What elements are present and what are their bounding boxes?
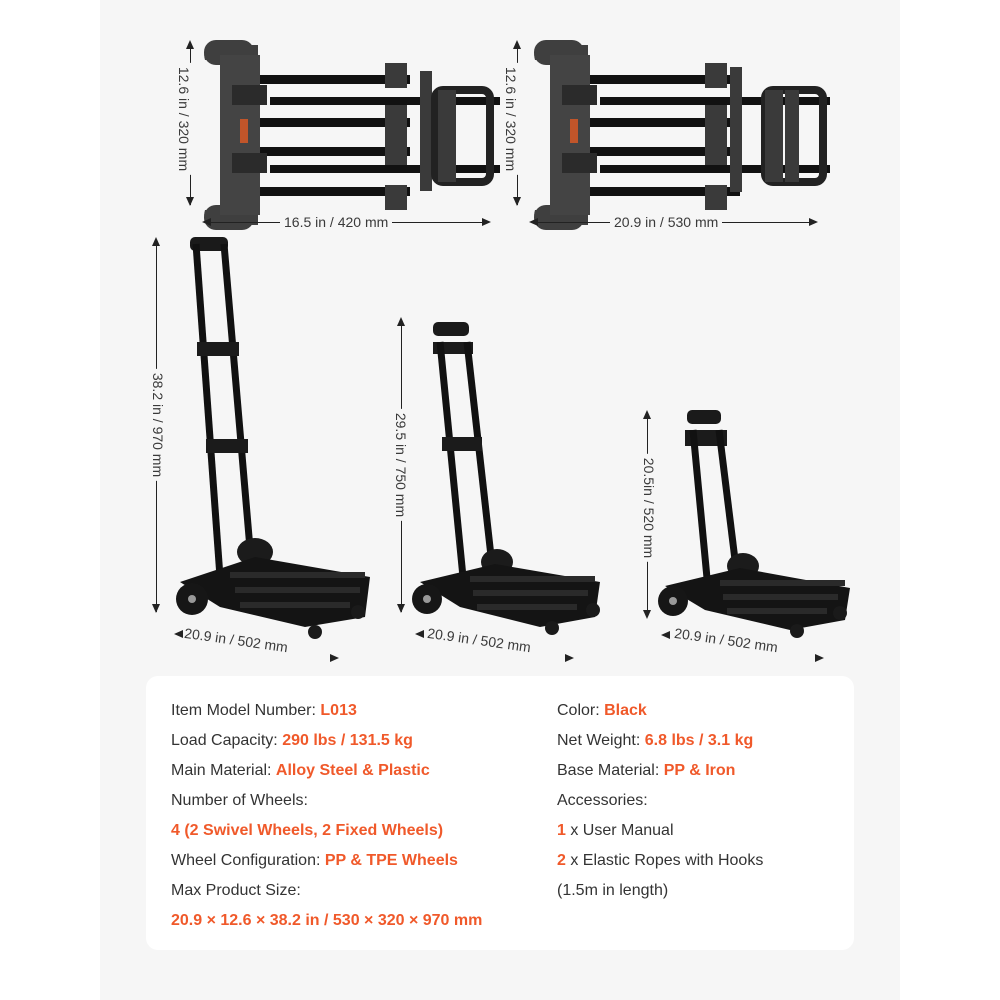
- folded-height-label-2: 12.6 in / 320 mm: [503, 62, 520, 176]
- spec-net-weight: Net Weight: 6.8 lbs / 3.1 kg: [557, 732, 754, 749]
- spec-wheels-value: 4 (2 Swivel Wheels, 2 Fixed Wheels): [171, 822, 444, 839]
- accessory-elastic-ropes: 2 x Elastic Ropes with Hooks: [557, 852, 764, 869]
- spec-base-material: Base Material: PP & Iron: [557, 762, 736, 779]
- spec-color: Color: Black: [557, 702, 647, 719]
- spec-max-size-value: 20.9 × 12.6 × 38.2 in / 530 × 320 × 970 …: [171, 912, 483, 929]
- spec-wheel-configuration: Wheel Configuration: PP & TPE Wheels: [171, 852, 458, 869]
- height-label-520: 20.5in / 520 mm: [641, 453, 658, 563]
- accessory-user-manual: 1 x User Manual: [557, 822, 674, 839]
- specs-right-column: Color: Black Net Weight: 6.8 lbs / 3.1 k…: [557, 696, 763, 906]
- spec-max-size-label: Max Product Size:: [171, 882, 301, 899]
- folded-cart-image: [534, 40, 830, 230]
- accessory-rope-length: (1.5m in length): [557, 882, 669, 899]
- cart-short-image: [658, 410, 850, 638]
- folded-width-label-1: 16.5 in / 420 mm: [280, 214, 393, 230]
- height-label-970: 38.2 in / 970 mm: [150, 368, 167, 482]
- spec-model-number: Item Model Number: L013: [171, 702, 357, 719]
- cart-tall-image: [176, 237, 370, 639]
- cart-medium-image: [412, 322, 600, 635]
- unfolded-cart-view-2: 29.5 in / 750 mm 20.9 in / 502 mm: [385, 312, 605, 672]
- spec-accessories-label: Accessories:: [557, 792, 648, 809]
- specs-card: Item Model Number: L013 Load Capacity: 2…: [146, 676, 854, 950]
- spec-load-capacity: Load Capacity: 290 lbs / 131.5 kg: [171, 732, 413, 749]
- folded-cart-view-2: 12.6 in / 320 mm 20.9 in / 530 mm: [503, 35, 830, 235]
- folded-cart-image: [204, 40, 500, 230]
- unfolded-cart-view-1: 38.2 in / 970 mm 20.9 in / 502 mm: [140, 232, 380, 672]
- specs-left-column: Item Model Number: L013 Load Capacity: 2…: [171, 696, 482, 936]
- folded-height-label-1: 12.6 in / 320 mm: [176, 62, 193, 176]
- unfolded-cart-view-3: 20.5in / 520 mm 20.9 in / 502 mm: [625, 398, 865, 673]
- folded-cart-view-1: 12.6 in / 320 mm 16.5 in / 420 mm: [176, 35, 500, 235]
- spec-wheels-label: Number of Wheels:: [171, 792, 308, 809]
- folded-width-label-2: 20.9 in / 530 mm: [610, 214, 723, 230]
- height-label-750: 29.5 in / 750 mm: [393, 408, 410, 522]
- spec-main-material: Main Material: Alloy Steel & Plastic: [171, 762, 430, 779]
